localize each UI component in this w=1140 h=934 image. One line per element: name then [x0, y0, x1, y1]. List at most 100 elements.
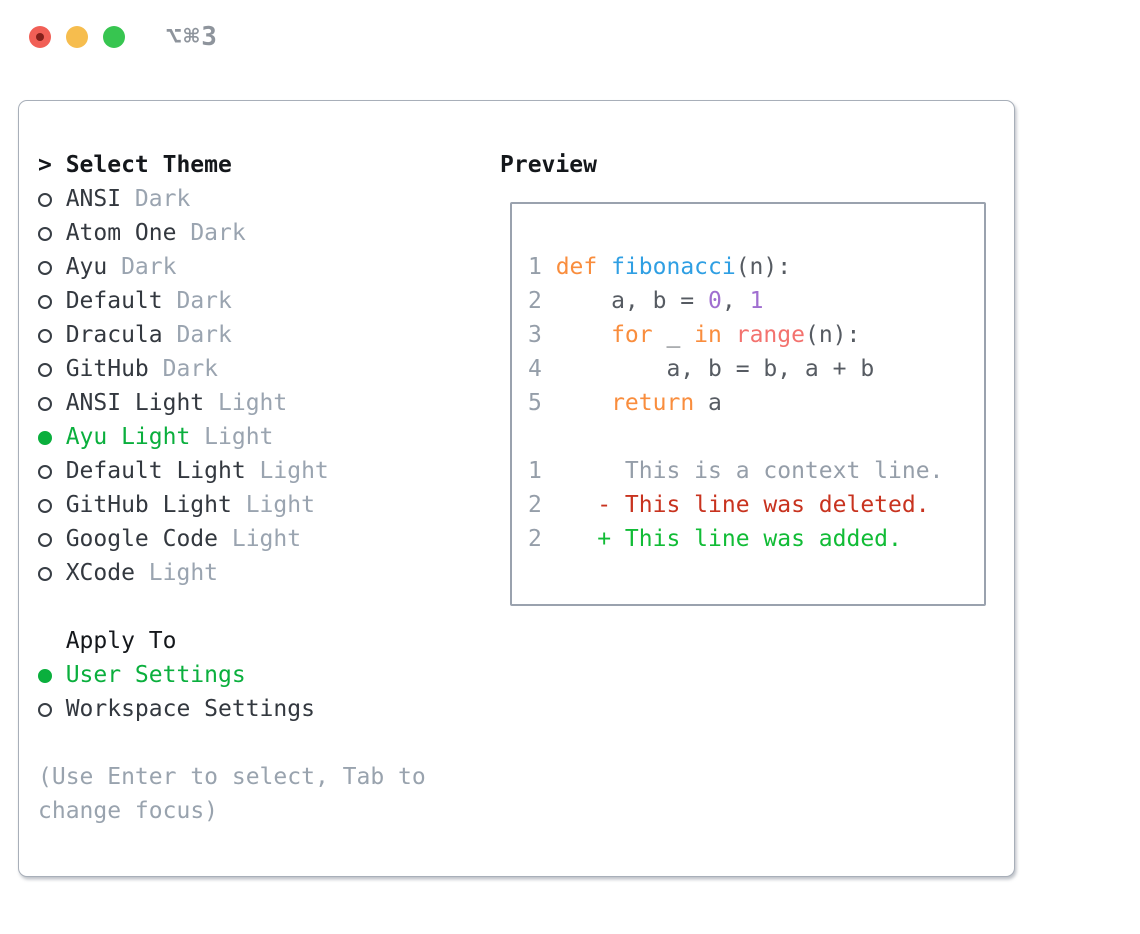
- radio-icon: [38, 261, 52, 275]
- theme-option-xcode[interactable]: XCode Light: [38, 556, 329, 590]
- theme-variant: Light: [204, 424, 274, 450]
- code-token: _: [652, 322, 695, 348]
- theme-option-ayu[interactable]: Ayu Dark: [38, 250, 329, 284]
- line-number: 2: [528, 492, 542, 518]
- radio-icon: [38, 499, 52, 513]
- code-token: a, b =: [555, 288, 709, 314]
- radio-icon: [38, 431, 52, 445]
- radio-icon: [38, 329, 52, 343]
- theme-name: GitHub Light: [65, 492, 232, 518]
- theme-name: Ayu Light: [65, 424, 191, 450]
- apply-option-label: User Settings: [65, 662, 246, 688]
- theme-variant: Dark: [134, 186, 191, 212]
- theme-variant: Dark: [176, 288, 232, 314]
- preview-title: Preview: [500, 152, 597, 178]
- code-token: return: [611, 390, 695, 416]
- theme-option-github-light[interactable]: GitHub Light Light: [38, 488, 329, 522]
- radio-icon: [38, 397, 52, 411]
- apply-option-label: Workspace Settings: [65, 696, 315, 722]
- code-token: fibonacci: [611, 254, 736, 280]
- apply-option-workspace-settings[interactable]: Workspace Settings: [38, 692, 315, 726]
- theme-option-atom-one[interactable]: Atom One Dark: [38, 216, 329, 250]
- theme-option-dracula[interactable]: Dracula Dark: [38, 318, 329, 352]
- radio-icon: [38, 669, 52, 683]
- line-number: 2: [528, 288, 542, 314]
- select-theme-title: Select Theme: [65, 152, 232, 178]
- theme-option-ansi[interactable]: ANSI Dark: [38, 182, 329, 216]
- radio-icon: [38, 363, 52, 377]
- theme-name: Ayu: [65, 254, 108, 280]
- radio-icon: [38, 227, 52, 241]
- code-token: ,: [721, 288, 750, 314]
- theme-variant: Dark: [121, 254, 177, 280]
- theme-name: ANSI Light: [65, 390, 205, 416]
- keyboard-hint: (Use Enter to select, Tab to change focu…: [38, 760, 426, 828]
- code-token: This is a context line.: [555, 458, 944, 484]
- code-token: in: [694, 322, 722, 348]
- theme-option-default[interactable]: Default Dark: [38, 284, 329, 318]
- theme-variant: Light: [245, 492, 315, 518]
- radio-icon: [38, 465, 52, 479]
- line-number: 1: [528, 458, 542, 484]
- theme-name: ANSI: [65, 186, 122, 212]
- theme-variant: Light: [259, 458, 329, 484]
- theme-variant: Light: [148, 560, 219, 586]
- code-token: a, b = b, a + b: [555, 356, 875, 382]
- apply-to-title: Apply To: [65, 628, 177, 654]
- zoom-button[interactable]: [103, 26, 125, 48]
- close-button[interactable]: [29, 26, 51, 48]
- code-line: 2 - This line was deleted.: [528, 488, 984, 522]
- code-token: for: [611, 322, 653, 348]
- theme-variant: Dark: [176, 322, 232, 348]
- theme-name: Dracula: [65, 322, 163, 348]
- code-line: 4 a, b = b, a + b: [528, 352, 984, 386]
- radio-icon: [38, 703, 52, 717]
- radio-icon: [38, 567, 52, 581]
- code-token: 0: [708, 288, 722, 314]
- theme-option-google-code[interactable]: Google Code Light: [38, 522, 329, 556]
- code-token: [556, 322, 611, 348]
- titlebar: ⌥⌘3: [0, 0, 1140, 64]
- theme-option-github[interactable]: GitHub Dark: [38, 352, 329, 386]
- radio-icon: [38, 193, 52, 207]
- theme-name: Default: [65, 288, 163, 314]
- minimize-button[interactable]: [66, 26, 88, 48]
- line-number: 3: [528, 322, 542, 348]
- code-token: (n):: [804, 322, 861, 348]
- code-line: 1 This is a context line.: [528, 454, 984, 488]
- theme-name: GitHub: [65, 356, 149, 382]
- line-number: 4: [528, 356, 542, 382]
- theme-name: XCode: [65, 560, 135, 586]
- theme-option-ayu-light[interactable]: Ayu Light Light: [38, 420, 329, 454]
- code-token: range: [735, 322, 805, 348]
- theme-variant: Light: [231, 526, 302, 552]
- line-number: 5: [528, 390, 542, 416]
- select-theme-header: >Select Theme: [38, 148, 329, 182]
- window-shortcut-label: ⌥⌘3: [166, 22, 219, 52]
- theme-option-ansi-light[interactable]: ANSI Light Light: [38, 386, 329, 420]
- code-line: 2 + This line was added.: [528, 522, 984, 556]
- radio-icon: [38, 533, 52, 547]
- theme-variant: Dark: [162, 356, 219, 382]
- code-token: - This line was deleted.: [555, 492, 930, 518]
- code-line: 3 for _ in range(n):: [528, 318, 984, 352]
- apply-option-user-settings[interactable]: User Settings: [38, 658, 315, 692]
- theme-option-default-light[interactable]: Default Light Light: [38, 454, 329, 488]
- code-token: (n):: [735, 254, 792, 280]
- theme-name: Atom One: [65, 220, 177, 246]
- line-number: 2: [528, 526, 542, 552]
- theme-variant: Light: [218, 390, 288, 416]
- theme-name: Google Code: [65, 526, 219, 552]
- hint-line: (Use Enter to select, Tab to: [38, 764, 426, 790]
- code-token: a: [694, 390, 722, 416]
- theme-name: Default Light: [65, 458, 246, 484]
- apply-to-header: Apply To: [38, 624, 315, 658]
- code-token: + This line was added.: [555, 526, 902, 552]
- hint-line: change focus): [38, 798, 219, 824]
- theme-variant: Dark: [190, 220, 246, 246]
